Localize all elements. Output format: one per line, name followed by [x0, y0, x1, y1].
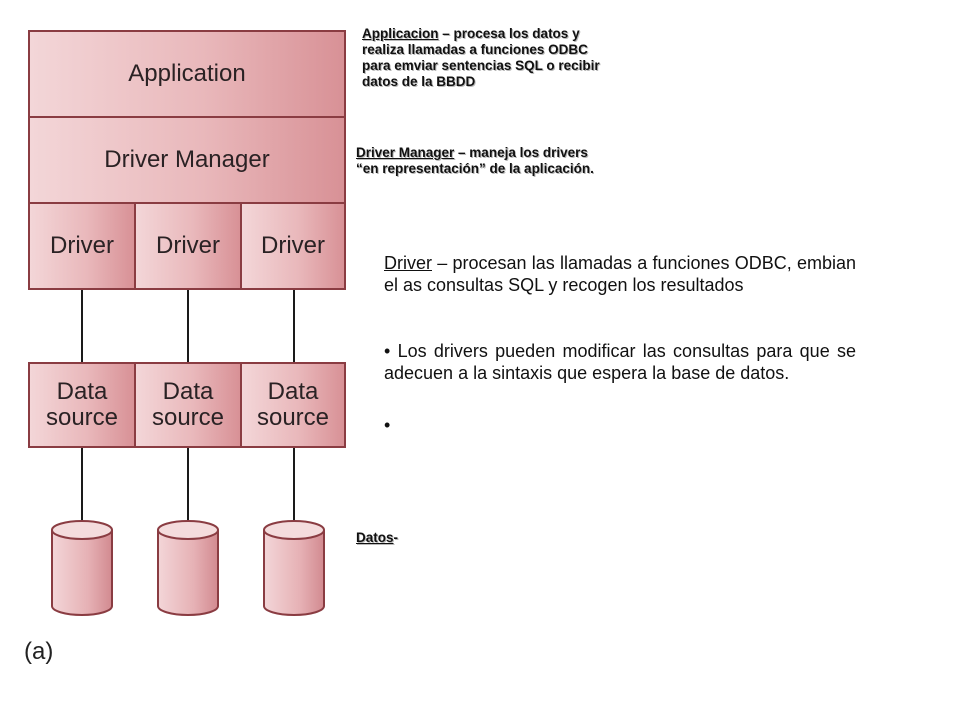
- driver-manager-note: Driver Manager – maneja los drivers “en …: [356, 145, 614, 177]
- driver-manager-layer: Driver Manager: [28, 116, 346, 204]
- driver-bullet: •: [384, 414, 856, 436]
- driver-bullet-text: Los drivers pueden modificar las consult…: [384, 341, 856, 383]
- driver-manager-label: Driver Manager: [104, 145, 270, 173]
- bullet-icon: •: [384, 415, 391, 435]
- database-cylinder-icon: [51, 520, 113, 616]
- application-note-text: – procesa los datos y realiza llamadas a…: [362, 26, 600, 89]
- bullet-icon: •: [384, 341, 398, 361]
- connector-line: [187, 448, 189, 528]
- driver-manager-note-term: Driver Manager: [356, 145, 455, 160]
- connector-line: [81, 448, 83, 528]
- driver-box: Driver: [134, 202, 242, 290]
- data-source-box: Data source: [240, 362, 346, 448]
- application-note-term: Applicacion: [362, 26, 439, 41]
- data-source-label: Data source: [151, 377, 225, 431]
- datos-note-term: Datos: [356, 530, 394, 545]
- driver-label: Driver: [50, 231, 114, 259]
- connector-line: [81, 290, 83, 362]
- connector-line: [187, 290, 189, 362]
- datos-note-text: -: [393, 530, 399, 545]
- driver-description: Driver – procesan las llamadas a funcion…: [384, 252, 856, 296]
- data-source-box: Data source: [134, 362, 242, 448]
- driver-bullet: • Los drivers pueden modificar las consu…: [384, 340, 856, 384]
- driver-description-text: – procesan las llamadas a funciones ODBC…: [384, 253, 856, 295]
- driver-box: Driver: [28, 202, 136, 290]
- driver-box: Driver: [240, 202, 346, 290]
- application-note: Applicacion – procesa los datos y realiz…: [362, 26, 610, 90]
- driver-label: Driver: [261, 231, 325, 259]
- database-cylinder-icon: [263, 520, 325, 616]
- data-source-label: Data source: [45, 377, 119, 431]
- driver-manager-note-text: – maneja los drivers “en representación”…: [356, 145, 594, 176]
- connector-line: [293, 448, 295, 528]
- data-source-box: Data source: [28, 362, 136, 448]
- driver-description-term: Driver: [384, 253, 432, 273]
- application-layer: Application: [28, 30, 346, 118]
- connector-line: [293, 290, 295, 362]
- driver-label: Driver: [156, 231, 220, 259]
- application-label: Application: [128, 59, 246, 87]
- datos-note: Datos-: [356, 530, 476, 546]
- database-cylinder-icon: [157, 520, 219, 616]
- data-source-label: Data source: [256, 377, 330, 431]
- figure-caption: (a): [24, 638, 54, 665]
